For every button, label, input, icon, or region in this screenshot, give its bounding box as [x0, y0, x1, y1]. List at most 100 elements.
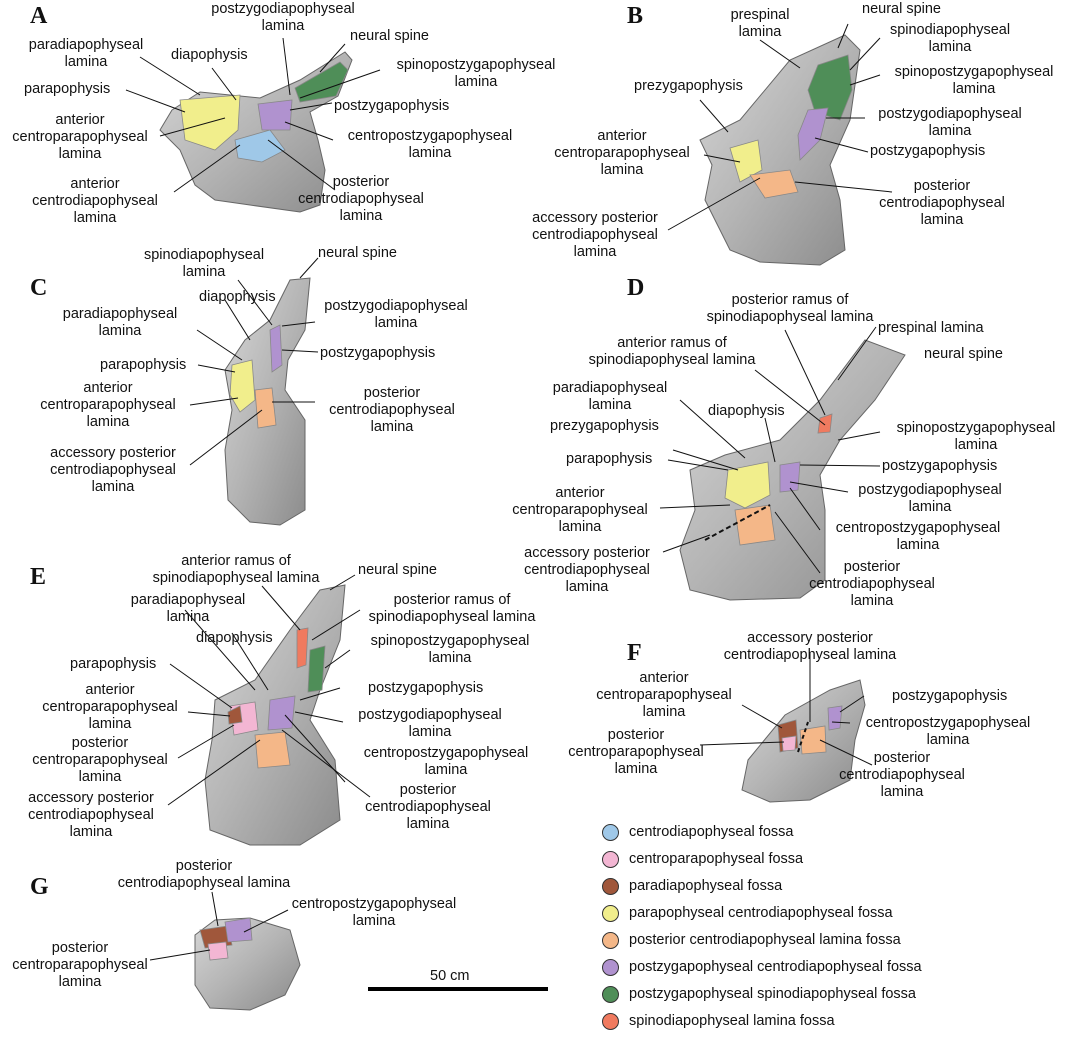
label-e-postzygodiapophyseal: postzygodiapophyseal lamina: [358, 707, 502, 740]
label-d-spinopostzygapophyseal: spinopostzygapophyseal lamina: [896, 420, 1056, 453]
label-d-posterior-ramus: posterior ramus of spinodiapophyseal lam…: [706, 292, 874, 325]
label-e-paradiapophyseal: paradiapophyseal lamina: [130, 592, 246, 625]
label-b-acpl: anterior centroparapophyseal lamina: [554, 128, 690, 178]
vertebra-c: [224, 277, 311, 526]
label-f-acpl: anterior centroparapophyseal lamina: [596, 670, 732, 720]
label-b-apcdl: accessory posterior centrodiapophyseal l…: [532, 210, 658, 260]
vertebra-e: [204, 584, 346, 846]
legend-label: postzygapophyseal spinodiapophyseal foss…: [629, 986, 916, 1002]
legend-item: centrodiapophyseal fossa: [602, 820, 793, 844]
legend-item: parapophyseal centrodiapophyseal fossa: [602, 901, 893, 925]
label-b-pcdl: posterior centrodiapophyseal lamina: [879, 178, 1005, 228]
vertebra-f: [741, 679, 866, 803]
label-a-diapophysis: diapophysis: [171, 47, 248, 63]
label-d-apcdl: accessory posterior centrodiapophyseal l…: [524, 545, 650, 595]
label-b-prezygapophysis: prezygapophysis: [634, 78, 743, 94]
label-f-postzygapophysis: postzygapophysis: [892, 688, 1008, 704]
label-d-neural-spine: neural spine: [924, 346, 1003, 362]
label-a-cpol: centropostzygapophyseal lamina: [347, 128, 513, 161]
label-a-neural-spine: neural spine: [350, 28, 429, 44]
legend-swatch: [602, 958, 619, 976]
panel-letter-b: B: [627, 3, 644, 29]
label-d-diapophysis: diapophysis: [708, 403, 785, 419]
label-c-apcdl: accessory posterior centrodiapophyseal l…: [50, 445, 176, 495]
label-a-paradiapophyseal: paradiapophyseal lamina: [28, 37, 144, 70]
label-d-pcdl: posterior centrodiapophyseal lamina: [809, 559, 935, 609]
label-f-pcpl: posterior centroparapophyseal lamina: [568, 727, 704, 777]
label-b-postzygodiapophyseal: postzygodiapophyseal lamina: [878, 106, 1022, 139]
legend-item: postzygapophyseal spinodiapophyseal foss…: [602, 982, 916, 1006]
label-c-diapophysis: diapophysis: [199, 289, 276, 305]
label-b-prespinal: prespinal lamina: [730, 7, 790, 40]
label-e-spinopostzygapophyseal: spinopostzygapophyseal lamina: [370, 633, 530, 666]
legend-swatch: [602, 931, 619, 949]
legend-item: spinodiapophyseal lamina fossa: [602, 1009, 835, 1033]
legend-label: centroparapophyseal fossa: [629, 851, 804, 867]
legend-label: centrodiapophyseal fossa: [629, 824, 794, 840]
label-b-spinodiapophyseal: spinodiapophyseal lamina: [889, 22, 1011, 55]
label-a-acpl: anterior centroparapophyseal lamina: [12, 112, 148, 162]
label-g-cpol: centropostzygapophyseal lamina: [291, 896, 457, 929]
label-d-postzygodiapophyseal: postzygodiapophyseal lamina: [858, 482, 1002, 515]
label-e-apcdl: accessory posterior centrodiapophyseal l…: [28, 790, 154, 840]
label-c-postzygodiapophyseal: postzygodiapophyseal lamina: [324, 298, 468, 331]
label-c-pcdl: posterior centrodiapophyseal lamina: [329, 385, 455, 435]
label-g-pcpl: posterior centroparapophyseal lamina: [12, 940, 148, 990]
label-e-neural-spine: neural spine: [358, 562, 437, 578]
legend-swatch: [602, 850, 619, 868]
label-d-paradiapophyseal: paradiapophyseal lamina: [552, 380, 668, 413]
label-g-pcdl: posterior centrodiapophyseal lamina: [117, 858, 291, 891]
scale-bar-label: 50 cm: [430, 968, 470, 984]
legend-swatch: [602, 1012, 619, 1030]
label-e-posterior-ramus: posterior ramus of spinodiapophyseal lam…: [368, 592, 536, 625]
label-b-neural-spine: neural spine: [862, 1, 941, 17]
label-a-postzygapophysis: postzygapophysis: [334, 98, 450, 114]
label-c-paradiapophyseal: paradiapophyseal lamina: [62, 306, 178, 339]
legend-label: postzygapophyseal centrodiapophyseal fos…: [629, 959, 922, 975]
panel-letter-a: A: [30, 3, 48, 29]
vertebra-a: [159, 51, 353, 213]
legend-label: parapophyseal centrodiapophyseal fossa: [629, 905, 893, 921]
label-a-acdl: anterior centrodiapophyseal lamina: [32, 176, 158, 226]
legend-swatch: [602, 985, 619, 1003]
legend-item: posterior centrodiapophyseal lamina foss…: [602, 928, 901, 952]
label-d-prezygapophysis: prezygapophysis: [550, 418, 659, 434]
label-e-pcpl: posterior centroparapophyseal lamina: [32, 735, 168, 785]
vertebra-b: [699, 34, 861, 266]
label-f-apcdl: accessory posterior centrodiapophyseal l…: [723, 630, 897, 663]
label-e-cpol: centropostzygapophyseal lamina: [363, 745, 529, 778]
legend-label: posterior centrodiapophyseal lamina foss…: [629, 932, 901, 948]
label-a-postzygodiapophyseal: postzygodiapophyseal lamina: [211, 1, 355, 34]
label-b-spinopostzygapophyseal: spinopostzygapophyseal lamina: [894, 64, 1054, 97]
label-a-parapophysis: parapophysis: [24, 81, 111, 97]
label-e-anterior-ramus: anterior ramus of spinodiapophyseal lami…: [152, 553, 320, 586]
legend-label: paradiapophyseal fossa: [629, 878, 783, 894]
label-a-spinopostzygapophyseal: spinopostzygapophyseal lamina: [396, 57, 556, 90]
panel-letter-c: C: [30, 275, 48, 301]
label-c-acpl: anterior centroparapophyseal lamina: [40, 380, 176, 430]
vertebra-g: [194, 917, 301, 1011]
legend-item: paradiapophyseal fossa: [602, 874, 782, 898]
label-e-postzygapophysis: postzygapophysis: [368, 680, 484, 696]
leader-lines: [125, 23, 893, 961]
legend-label: spinodiapophyseal lamina fossa: [629, 1013, 835, 1029]
label-b-postzygapophysis: postzygapophysis: [870, 143, 986, 159]
legend-swatch: [602, 877, 619, 895]
label-f-cpol: centropostzygapophyseal lamina: [865, 715, 1031, 748]
label-d-anterior-ramus: anterior ramus of spinodiapophyseal lami…: [588, 335, 756, 368]
legend-item: postzygapophyseal centrodiapophyseal fos…: [602, 955, 922, 979]
panel-letter-d: D: [627, 275, 645, 301]
label-d-prespinal: prespinal lamina: [878, 320, 984, 336]
label-c-postzygapophysis: postzygapophysis: [320, 345, 436, 361]
legend-swatch: [602, 823, 619, 841]
label-d-parapophysis: parapophysis: [566, 451, 653, 467]
label-c-spinodiapophyseal: spinodiapophyseal lamina: [143, 247, 265, 280]
label-d-cpol: centropostzygapophyseal lamina: [835, 520, 1001, 553]
label-e-pcdl: posterior centrodiapophyseal lamina: [365, 782, 491, 832]
panel-letter-f: F: [627, 640, 642, 666]
label-a-pcdl: posterior centrodiapophyseal lamina: [298, 174, 424, 224]
label-e-diapophysis: diapophysis: [196, 630, 273, 646]
label-e-acpl: anterior centroparapophyseal lamina: [42, 682, 178, 732]
